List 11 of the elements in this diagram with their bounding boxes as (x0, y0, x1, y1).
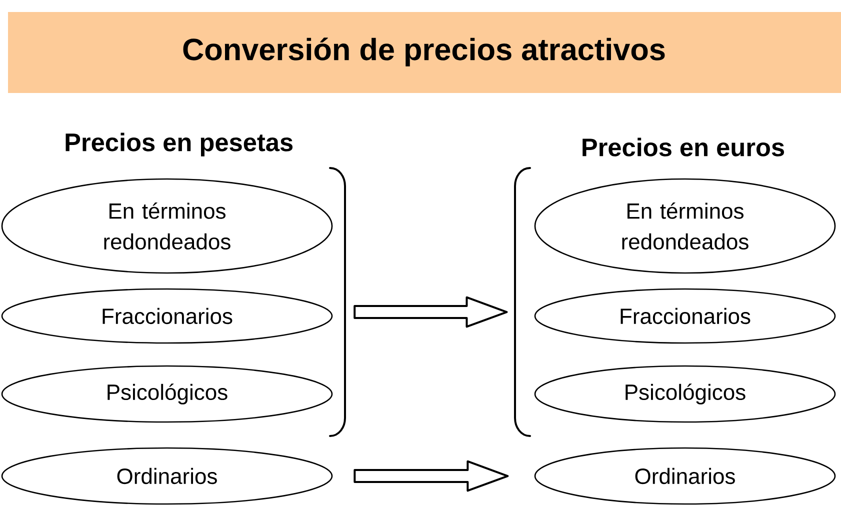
ellipse-node: En términos redondeados (534, 178, 836, 274)
hollow-arrow (354, 296, 508, 328)
ellipse-node: Ordinarios (1, 447, 333, 505)
hollow-arrow (354, 460, 509, 492)
ellipse-node: Ordinarios (534, 447, 836, 505)
ellipse-node: En términos redondeados (1, 178, 333, 274)
ellipse-node: Fraccionarios (534, 288, 836, 344)
ellipse-node: Psicológicos (534, 365, 836, 423)
ellipse-node: Fraccionarios (1, 288, 333, 344)
title-banner: Conversión de precios atractivos (8, 12, 841, 93)
ellipse-node: Psicológicos (1, 365, 333, 423)
